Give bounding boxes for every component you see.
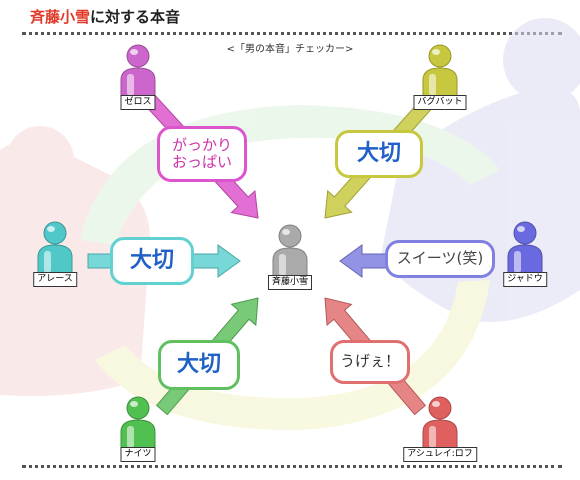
- feeling-bubble-bottom-left: 大切: [158, 340, 240, 390]
- bottom-divider: [22, 465, 562, 468]
- feeling-bubble-top-right: 大切: [335, 130, 423, 178]
- background-decoration: [0, 18, 580, 431]
- page-title: 斉藤小雪に対する本音: [30, 6, 180, 27]
- person-shine: [432, 401, 440, 407]
- person-highlight: [127, 426, 134, 448]
- name-label-left: アレース: [33, 272, 77, 287]
- title-highlight: 斉藤小雪: [30, 8, 91, 26]
- feeling-text: スイーツ(笑): [396, 249, 484, 268]
- person-shine: [282, 229, 290, 235]
- feeling-bubble-left: 大切: [110, 237, 194, 285]
- person-shine: [130, 49, 138, 55]
- person-highlight: [429, 426, 436, 448]
- person-icon-left: [37, 221, 73, 278]
- person-highlight: [279, 254, 286, 276]
- person-highlight: [514, 251, 521, 273]
- feeling-text-line1: がっかり: [171, 135, 232, 154]
- name-label-top-left: ゼロス: [120, 95, 156, 110]
- person-icon-bottom-left: [120, 396, 156, 453]
- person-icon-center: [272, 224, 308, 281]
- person-shine: [47, 226, 55, 232]
- person-highlight: [44, 251, 51, 273]
- person-head: [428, 396, 452, 420]
- feeling-bubble-bottom-right: うげぇ！: [330, 340, 410, 384]
- name-label-center: 斉藤小雪: [267, 275, 313, 290]
- person-head: [278, 224, 302, 248]
- person-icon-top-right: [422, 44, 458, 101]
- feeling-text: 大切: [176, 352, 221, 378]
- bg-blue-head: [503, 18, 580, 102]
- top-divider: [22, 32, 562, 35]
- name-label-bottom-left: ナイツ: [120, 447, 156, 462]
- person-shine: [432, 49, 440, 55]
- feeling-text: うげぇ！: [339, 352, 400, 371]
- feeling-text-line2: おっぱい: [171, 153, 232, 171]
- person-shine: [517, 226, 525, 232]
- feeling-text: 大切: [129, 248, 174, 274]
- person-icon-bottom-right: [422, 396, 458, 453]
- feeling-bubble-right: スイーツ(笑): [385, 240, 495, 278]
- person-icon-top-left: [120, 44, 156, 101]
- person-highlight: [429, 74, 436, 96]
- person-head: [513, 221, 537, 245]
- person-head: [43, 221, 67, 245]
- name-label-bottom-right: アシュレイ:ロフ: [403, 447, 477, 462]
- person-head: [126, 44, 150, 68]
- name-label-right: ジャドウ: [503, 272, 547, 287]
- feeling-bubble-top-left: がっかりおっぱい: [157, 126, 247, 182]
- person-icon-right: [507, 221, 543, 278]
- subtitle: <「男の本音」チェッカー>: [226, 44, 354, 55]
- person-head: [428, 44, 452, 68]
- bg-red-head: [6, 126, 74, 194]
- person-head: [126, 396, 150, 420]
- person-shine: [130, 401, 138, 407]
- name-label-top-right: バグバット: [413, 95, 467, 110]
- person-highlight: [127, 74, 134, 96]
- bg-ring-bottom: [95, 280, 490, 431]
- title-rest: に対する本音: [90, 8, 181, 26]
- feeling-text: 大切: [356, 141, 401, 167]
